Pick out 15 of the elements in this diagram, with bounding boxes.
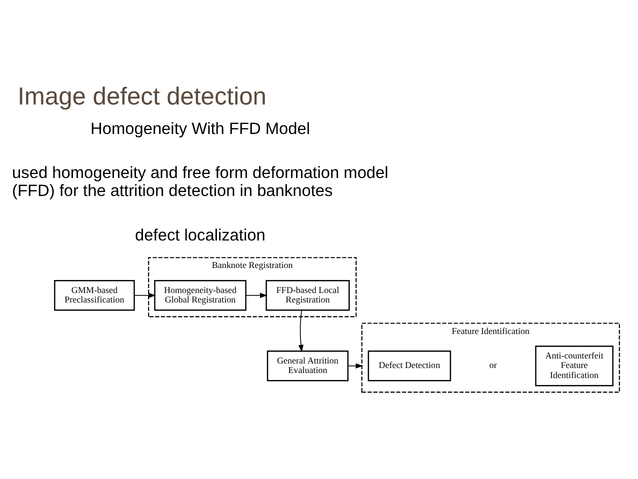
arrow	[298, 310, 304, 352]
label: Homogeneity With FFD Model	[90, 119, 310, 138]
arrow	[134, 292, 156, 298]
node-box: FFD-based Local Registration	[266, 280, 350, 310]
label: or	[489, 360, 497, 370]
node-box: Homogeneity-based Global Registration	[154, 280, 246, 310]
arrow	[245, 292, 268, 298]
node-box: Anti-counterfeit Feature Identification	[535, 345, 614, 386]
arrow	[348, 362, 364, 368]
diagram-title: Image defect detection	[18, 82, 266, 110]
label: used homogeneity and free form deformation model (FFD) for the attrition detection in banknotes	[12, 164, 388, 200]
node-box: GMM-based Preclassification	[54, 280, 135, 310]
node-box: General Attrition Evaluation	[266, 350, 349, 381]
node-box: Defect Detection	[368, 350, 452, 381]
label: defect localization	[135, 226, 266, 244]
